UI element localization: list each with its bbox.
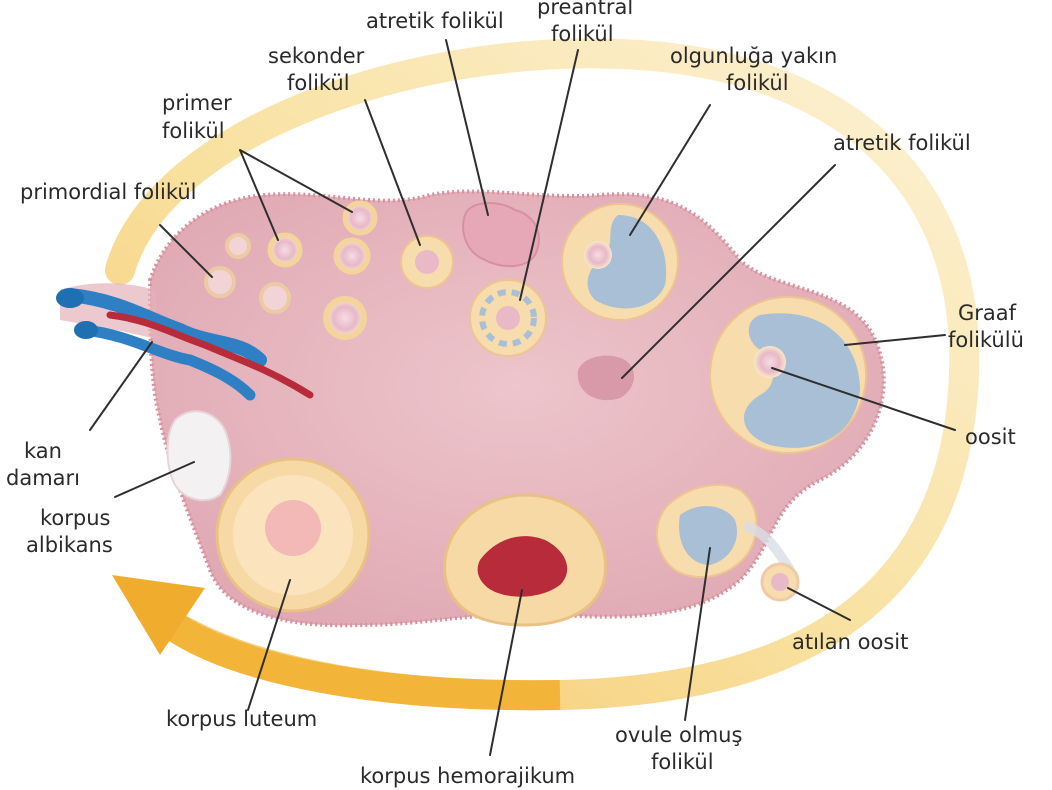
label-graaf-line2: folikülü: [948, 328, 1024, 352]
corpus-luteum: [217, 459, 369, 611]
corpus-albicans: [168, 411, 231, 500]
label-atretik-right: atretik folikül: [833, 131, 971, 155]
label-albikans-line1: korpus: [40, 506, 110, 530]
label-olgun-line1: olgunluğa yakın: [670, 44, 837, 68]
label-preantral-line1: preantral: [537, 0, 633, 19]
preantral-follicle: [470, 280, 546, 356]
label-sekonder-line2: folikül: [287, 71, 350, 95]
label-olgun-line2: folikül: [726, 71, 789, 95]
label-kan-line1: kan: [24, 439, 62, 463]
label-primer-line2: folikül: [162, 119, 225, 143]
label-sekonder-line1: sekonder: [268, 44, 365, 68]
label-hemorajikum: korpus hemorajikum: [360, 764, 575, 788]
label-atilan-oosit: atılan oosit: [792, 630, 908, 654]
label-oosit: oosit: [965, 425, 1016, 449]
label-kan-line2: damarı: [6, 466, 80, 490]
label-luteum: korpus luteum: [166, 707, 317, 731]
corpus-hemorrhagicum: [445, 495, 606, 625]
label-ovule-line1: ovule olmuş: [615, 723, 742, 747]
label-primer-line1: primer: [162, 91, 232, 115]
released-oocyte: [762, 564, 798, 600]
label-albikans-line2: albikans: [26, 533, 113, 557]
label-atretik-top: atretik folikül: [366, 9, 504, 33]
near-mature-follicle: [562, 204, 678, 320]
label-ovule-line2: folikül: [651, 750, 714, 774]
graafian-follicle: [710, 297, 866, 453]
label-graaf-line1: Graaf: [958, 301, 1017, 325]
secondary-follicle: [401, 236, 453, 288]
label-preantral-line2: folikül: [551, 22, 614, 46]
label-primordial: primordial folikül: [20, 180, 196, 204]
